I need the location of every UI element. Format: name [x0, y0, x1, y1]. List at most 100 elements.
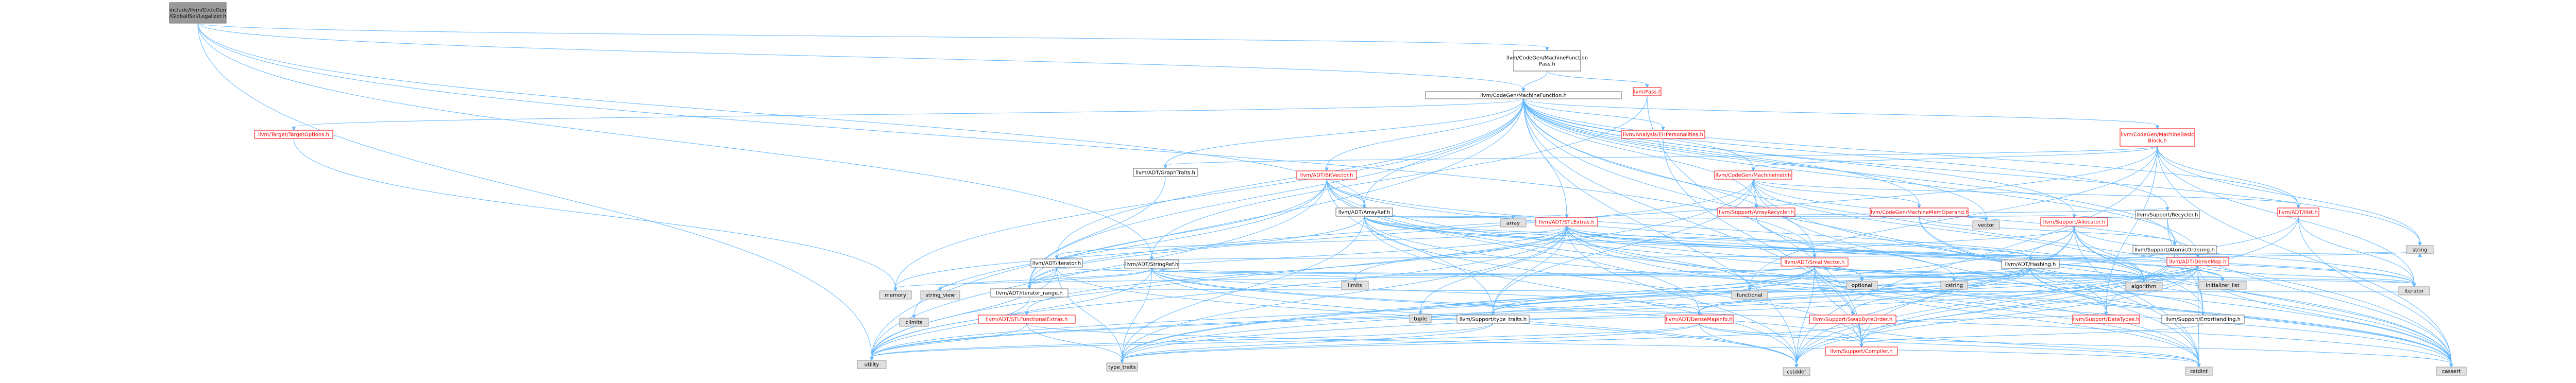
edge-line: [1523, 98, 2198, 255]
edge-line: [1364, 214, 1567, 217]
node-stt[interactable]: llvm/Support/type_traits.h: [1456, 315, 1530, 324]
edge-line: [1122, 323, 1494, 360]
edge-arrowhead: [1952, 277, 1956, 282]
node-dmi[interactable]: llvm/ADT/DenseMapInfo.h: [1665, 315, 1734, 324]
edge-line: [871, 297, 1030, 358]
node-label: llvm/ADT/StringRef.h: [1125, 262, 1178, 268]
node-box: [2132, 245, 2217, 254]
dependency-edge: [2030, 250, 2422, 260]
node-label: llvm/CodeGen/MachineBasic: [2121, 132, 2194, 138]
node-mf[interactable]: llvm/CodeGen/MachineFunction.h: [1425, 91, 1622, 99]
edge-line: [1122, 323, 1700, 360]
edge-line: [1354, 266, 1815, 278]
edge-arrowhead: [1418, 311, 1422, 316]
node-label: functional: [1737, 293, 1762, 299]
edge-line: [1523, 98, 2168, 208]
node-box: [1972, 220, 2000, 230]
node-label: utility: [865, 362, 879, 368]
edge-line: [1566, 225, 1862, 278]
dependency-edge: [1027, 268, 1152, 290]
edge-line: [197, 23, 872, 358]
edge-line: [1814, 266, 2223, 278]
node-pass[interactable]: llvm/Pass.h: [1633, 87, 1662, 96]
edge-line: [1326, 179, 1955, 278]
dependency-edge: [1919, 216, 2177, 247]
node-alloc[interactable]: llvm/Support/Allocator.h: [2040, 217, 2108, 227]
node-tto[interactable]: llvm/Target/TargetOptions.h: [254, 130, 333, 139]
edge-line: [2197, 265, 2415, 284]
edge-arrowhead: [1794, 364, 1799, 369]
node-initlist: initializer_list: [2198, 281, 2247, 290]
node-label: llvm/ADT/STLExtras.h: [1539, 220, 1595, 225]
node-stl[interactable]: llvm/ADT/STLExtras.h: [1535, 217, 1598, 227]
node-ilist[interactable]: llvm/ADT/ilist.h: [2277, 207, 2319, 217]
node-label: string_view: [926, 293, 955, 299]
node-rec[interactable]: llvm/Support/Recycler.h: [2135, 210, 2200, 219]
node-eh[interactable]: llvm/Support/ErrorHandling.h: [2161, 315, 2245, 324]
dependency-edge: [1120, 323, 1494, 364]
node-optional: optional: [1846, 281, 1878, 290]
edge-arrowhead: [1491, 311, 1495, 316]
edge-arrowhead: [2173, 242, 2177, 247]
edge-line: [1151, 268, 1700, 312]
edge-line: [1523, 98, 1987, 218]
edge-line: [1056, 98, 1524, 256]
node-gt[interactable]: llvm/ADT/GraphTraits.h: [1133, 168, 1198, 177]
node-dm[interactable]: llvm/ADT/DenseMap.h: [2166, 257, 2229, 266]
node-arec[interactable]: llvm/Support/ArrayRecycler.h: [1717, 207, 1795, 217]
node-box: [2161, 315, 2245, 324]
node-swbo[interactable]: llvm/Support/SwapByteOrder.h: [1809, 315, 1896, 324]
node-bv[interactable]: llvm/ADT/BitVector.h: [1296, 170, 1357, 180]
node-mi[interactable]: llvm/CodeGen/MachineInstr.h: [1714, 170, 1792, 180]
edge-line: [1954, 268, 2031, 278]
node-label: string: [2413, 248, 2428, 253]
node-ir[interactable]: llvm/ADT/iterator_range.h: [990, 288, 1069, 298]
node-sv[interactable]: llvm/ADT/SmallVector.h: [1781, 257, 1849, 267]
node-iter[interactable]: llvm/ADT/iterator.h: [1030, 258, 1083, 268]
node-box: [1124, 259, 1179, 269]
edge-line: [2157, 146, 2420, 243]
dependency-edge: [292, 98, 1524, 131]
dependency-edge: [197, 23, 1549, 51]
node-comp[interactable]: llvm/Support/Compiler.h: [1825, 346, 1898, 356]
edge-arrowhead: [1163, 165, 1167, 169]
edge-line: [1029, 179, 1327, 286]
node-box: [2120, 128, 2195, 147]
edge-line: [1523, 71, 1548, 89]
node-hash[interactable]: llvm/ADT/Hashing.h: [2001, 259, 2060, 269]
edge-line: [1029, 267, 1057, 286]
dependency-edge: [1362, 98, 1524, 209]
node-utility: utility: [857, 360, 887, 369]
node-box: [1783, 367, 1810, 376]
node-label: llvm/Support/Allocator.h: [2043, 220, 2105, 225]
node-sr[interactable]: llvm/ADT/StringRef.h: [1124, 259, 1179, 269]
node-mmo[interactable]: llvm/CodeGen/MachineMemOperand.h: [1870, 207, 1969, 217]
edge-line: [1699, 323, 2452, 364]
dependency-edge: [893, 266, 1815, 292]
edge-line: [197, 23, 1152, 257]
node-ar[interactable]: llvm/ADT/ArrayRef.h: [1335, 207, 1393, 217]
node-cstd: cstddef: [1783, 367, 1810, 376]
node-root[interactable]: include/llvm/CodeGen/GlobalISel/Legalize…: [169, 2, 227, 24]
node-stlfe[interactable]: llvm/ADT/STLFunctionalExtras.h: [978, 315, 1076, 324]
edge-line: [2197, 265, 2204, 312]
node-ao[interactable]: llvm/Support/AtomicOrdering.h: [2132, 245, 2217, 254]
edge-arrowhead: [1120, 359, 1124, 364]
edge-line: [1029, 176, 1166, 286]
edge-line: [1493, 179, 1754, 312]
node-box: [2040, 217, 2108, 227]
node-box: [2135, 210, 2200, 219]
node-label: initializer_list: [2206, 283, 2240, 289]
node-label: llvm/Support/ArrayRecycler.h: [1719, 210, 1794, 216]
node-ehp[interactable]: llvm/Analysis/EHPersonalities.h: [1621, 130, 1705, 139]
node-limits: limits: [1341, 281, 1369, 290]
node-dt[interactable]: llvm/Support/DataTypes.h: [2072, 315, 2140, 324]
node-box: [1425, 91, 1622, 99]
edge-line: [1523, 98, 2420, 243]
node-box: [1409, 314, 1432, 323]
edge-line: [1364, 98, 1524, 205]
edge-arrowhead: [2296, 204, 2300, 209]
edge-line: [1566, 225, 1750, 288]
